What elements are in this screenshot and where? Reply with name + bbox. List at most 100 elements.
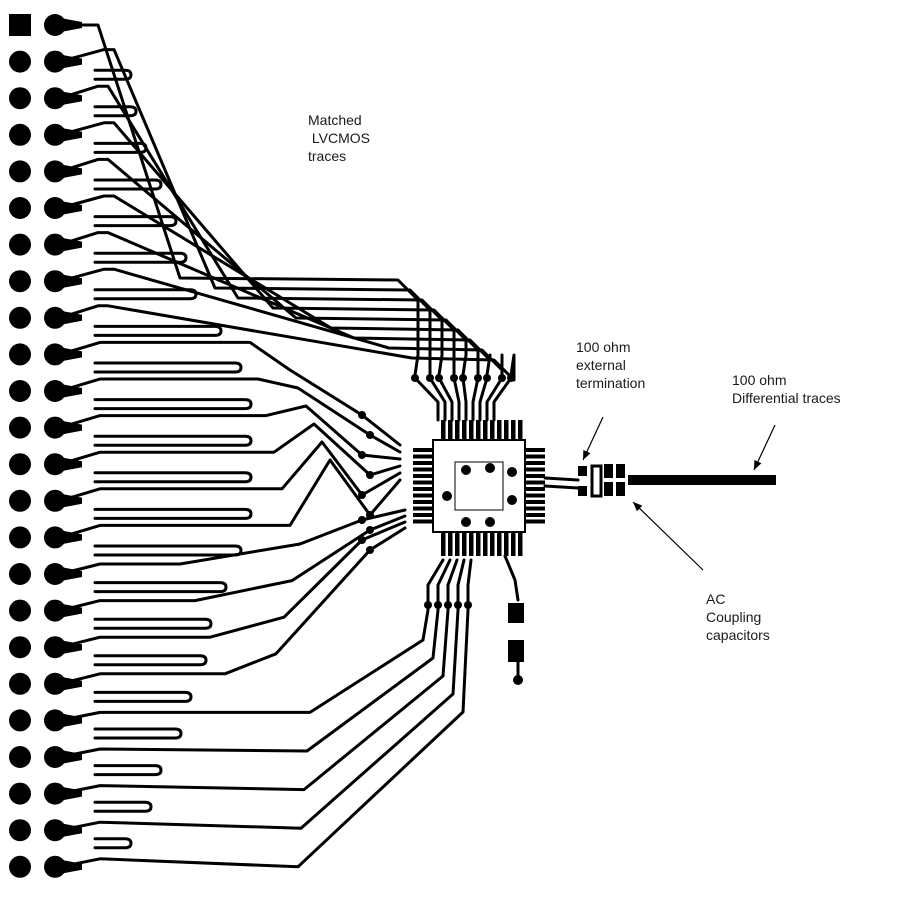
ic-pin-left — [413, 500, 433, 504]
connector-pad — [9, 270, 31, 293]
lvcmos-trace — [58, 304, 516, 382]
ic-pin-top — [497, 420, 502, 440]
pad-teardrop — [50, 308, 82, 327]
ic-pin-bottom — [441, 532, 446, 556]
lvcmos-trace-stub — [446, 558, 459, 587]
lvcmos-trace — [58, 23, 420, 377]
meander-loop — [93, 727, 183, 740]
lvcmos-trace — [58, 514, 407, 613]
differential-traces-label: 100 ohm Differential traces — [732, 372, 841, 406]
connector-pad — [9, 87, 31, 110]
meander-loop — [93, 434, 253, 447]
ic-pin-top — [483, 420, 488, 440]
ic-pin-top — [455, 420, 460, 440]
lvcmos-trace — [58, 231, 492, 377]
lvcmos-trace — [58, 157, 468, 377]
via — [358, 491, 366, 499]
via — [358, 516, 366, 524]
lvcmos-trace-group — [58, 23, 516, 869]
lvcmos-trace-stub — [426, 558, 445, 587]
termination-resistor-pad — [578, 486, 587, 496]
pad-teardrop — [50, 528, 82, 547]
ic-pin-bottom — [462, 532, 467, 556]
connector-pad — [9, 563, 31, 585]
lvcmos-trace-stub — [461, 376, 468, 422]
ic-pin-right — [525, 513, 545, 517]
lvcmos-trace — [58, 194, 480, 377]
ic-pin-bottom — [455, 532, 460, 556]
ic-pin-top — [511, 420, 516, 440]
ic-pin-bottom — [448, 532, 453, 556]
ic-pin-left — [413, 487, 433, 491]
ic-pin-left — [413, 454, 433, 459]
pad-teardrop — [50, 418, 82, 437]
ac-coupling-capacitor-pad — [616, 464, 625, 478]
lvcmos-trace — [58, 440, 402, 503]
connector-pad — [9, 599, 31, 622]
external-termination-label: 100 ohm external termination — [576, 339, 646, 391]
lvcmos-trace — [58, 458, 402, 539]
ic-pin-right — [525, 487, 545, 491]
thermal-via — [485, 517, 495, 527]
pad-teardrop — [50, 711, 82, 730]
lvcmos-trace-stub — [492, 376, 513, 422]
ic-pin-right — [525, 461, 545, 465]
differential-traces-arrow-head — [754, 460, 762, 470]
pad-teardrop — [50, 16, 82, 34]
ic-pin-right — [525, 448, 545, 452]
thermal-via — [442, 491, 452, 501]
via — [366, 471, 374, 479]
ic-pin-top — [462, 420, 467, 440]
pad-teardrop — [50, 382, 82, 400]
thermal-via — [461, 517, 471, 527]
ic-pin-right — [525, 480, 545, 485]
lvcmos-trace-stub — [503, 554, 520, 602]
ic-pin-top — [518, 420, 523, 440]
pad-teardrop — [50, 125, 82, 144]
thermal-via — [507, 467, 517, 477]
lvcmos-trace-stub — [485, 376, 504, 422]
meander-loop — [93, 654, 208, 667]
meander-loop — [93, 617, 213, 630]
ic-pin-top — [441, 420, 446, 440]
meander-loop — [93, 251, 188, 264]
lvcmos-trace — [58, 377, 402, 454]
meander-loop — [93, 178, 163, 191]
via — [434, 601, 442, 609]
connector-pad — [9, 306, 31, 329]
via — [358, 536, 366, 544]
pad-teardrop — [50, 455, 82, 474]
connector-pad — [9, 746, 31, 768]
ic-pin-top — [476, 420, 481, 440]
ic-pin-right — [525, 493, 545, 498]
lvcmos-trace-stub — [413, 376, 440, 422]
via — [513, 675, 523, 685]
ic-pin-left — [413, 480, 433, 485]
thermal-via — [507, 495, 517, 505]
ic-pin-right — [525, 519, 545, 524]
ac-coupling-capacitor-pad — [616, 482, 625, 496]
connector-pad — [9, 526, 31, 549]
ac-coupling-arrow-head — [633, 502, 643, 512]
annotation-arrows — [582, 416, 776, 571]
meander-loop — [93, 288, 198, 301]
connector-pad — [9, 453, 31, 476]
ic-pin-bottom — [504, 532, 509, 556]
connector-pad — [9, 636, 31, 659]
connector-pad — [9, 416, 31, 439]
ic-pin-left — [413, 493, 433, 498]
connector-pad — [9, 233, 31, 256]
ic-pin-left — [413, 519, 433, 524]
ic-pin-left — [413, 474, 433, 478]
qfn-ic-package — [413, 420, 545, 556]
lvcmos-trace — [58, 508, 407, 576]
pad-teardrop — [50, 491, 82, 510]
lvcmos-trace-stub — [436, 558, 452, 587]
termination-resistor — [590, 464, 603, 498]
bypass-capacitor-pad — [508, 640, 524, 662]
connector-pad — [9, 819, 31, 842]
ac-coupling-capacitor-pad — [604, 482, 613, 496]
pad-teardrop — [50, 857, 82, 876]
ic-pin-left — [413, 506, 433, 511]
ic-pin-right — [525, 474, 545, 478]
